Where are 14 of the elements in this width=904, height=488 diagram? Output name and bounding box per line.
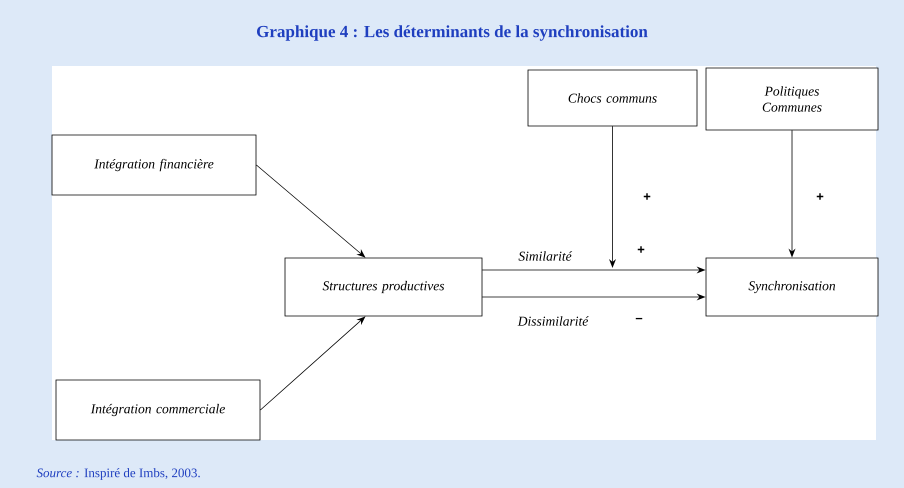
- edge-label: Dissimilarité: [516, 315, 590, 327]
- sign-label: +: [816, 193, 824, 200]
- title: Graphique 4 : Les déterminants de la synchronisation: [257, 25, 648, 41]
- text-box: Synchronisation: [706, 258, 878, 316]
- text-box: Chocs communs: [528, 70, 698, 126]
- sign-label: +: [644, 193, 650, 200]
- edge-label: Similarité: [517, 250, 573, 262]
- text-box: Politiques Communes: [706, 68, 878, 130]
- text-box: Intégration financière: [52, 134, 256, 196]
- text-box: Structures productives: [284, 258, 482, 316]
- source-note: Source : Inspiré de Imbs, 2003.: [36, 468, 200, 480]
- sign-label: +: [638, 246, 644, 253]
- text-box: Intégration commerciale: [56, 380, 260, 440]
- sign-label: –: [636, 318, 642, 320]
